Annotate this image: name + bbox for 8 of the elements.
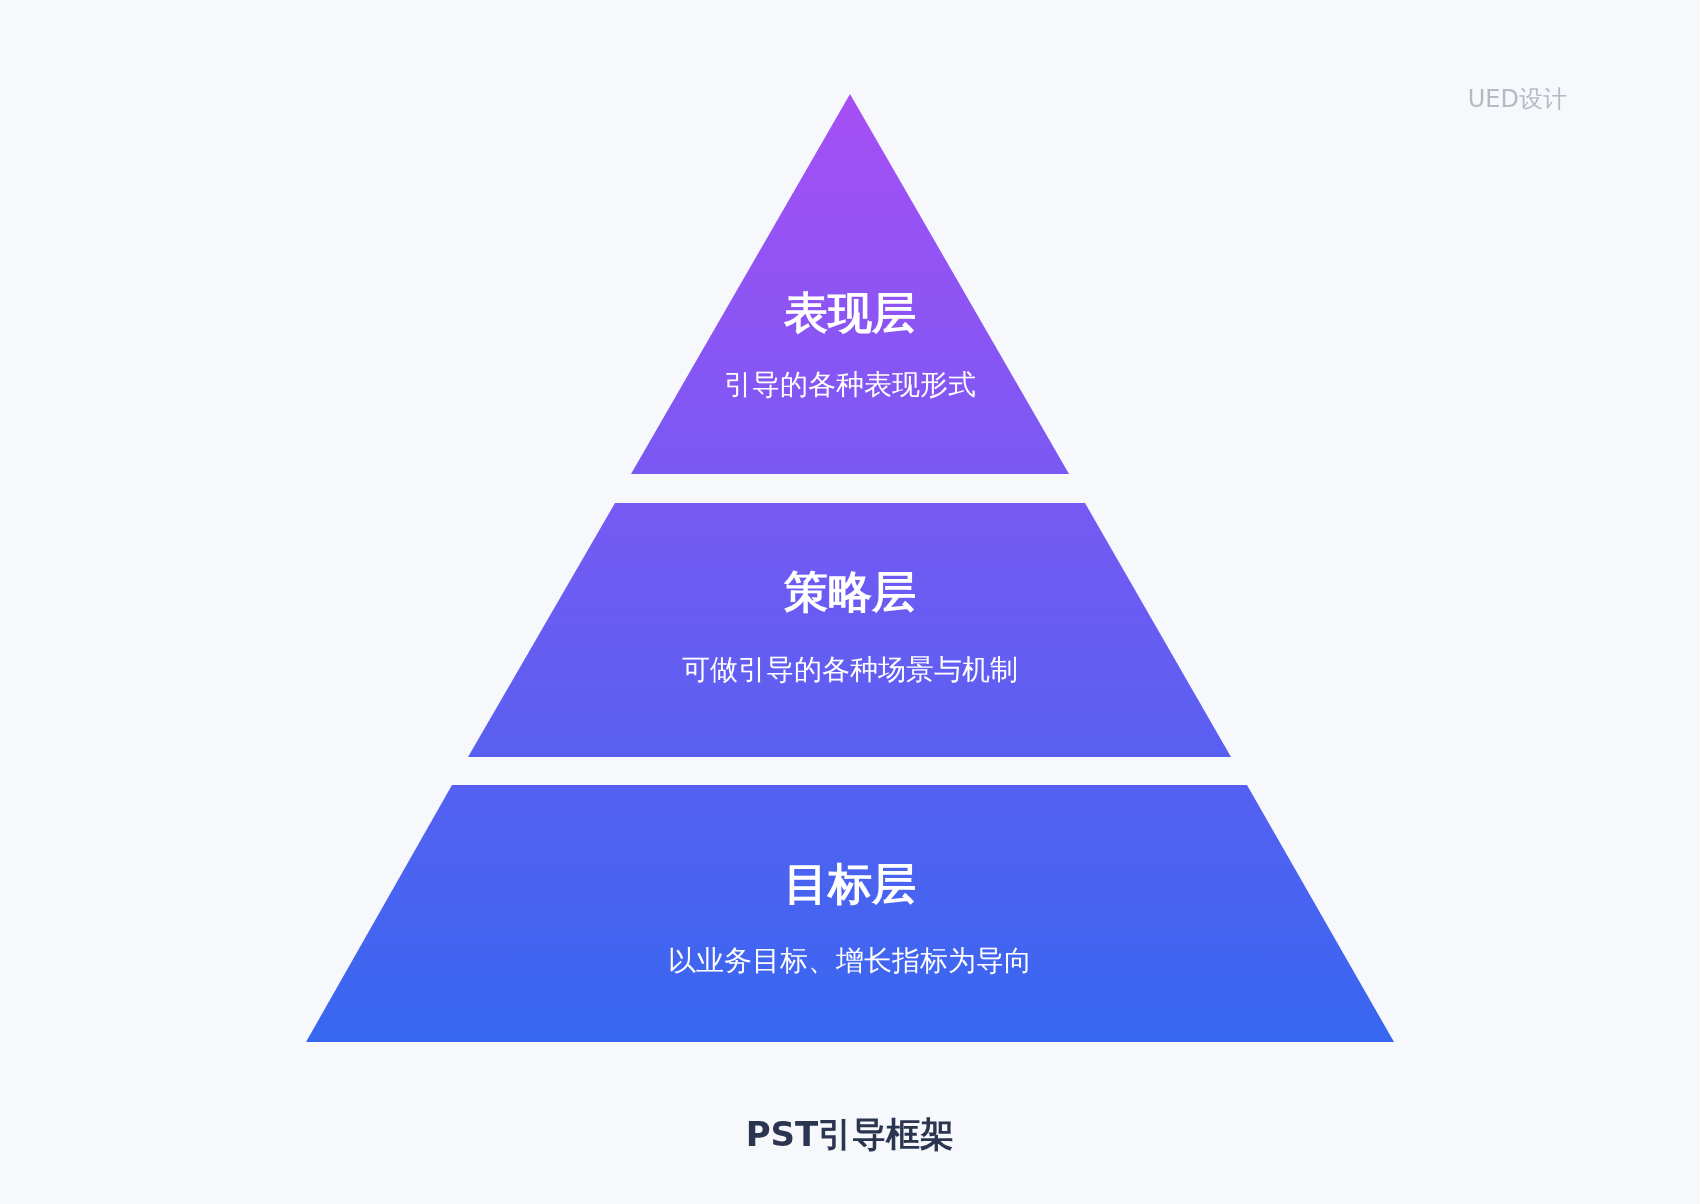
- caption: PST引导框架: [745, 1114, 955, 1154]
- layer-title: 表现层: [784, 287, 916, 338]
- layer-description: 可做引导的各种场景与机制: [681, 653, 1018, 686]
- layer-description: 以业务目标、增长指标为导向: [668, 944, 1032, 977]
- layer-title: 策略层: [783, 566, 916, 617]
- header-label: UED设计: [1467, 84, 1567, 115]
- layer-title: 目标层: [784, 858, 916, 909]
- layer-description: 引导的各种表现形式: [724, 368, 976, 401]
